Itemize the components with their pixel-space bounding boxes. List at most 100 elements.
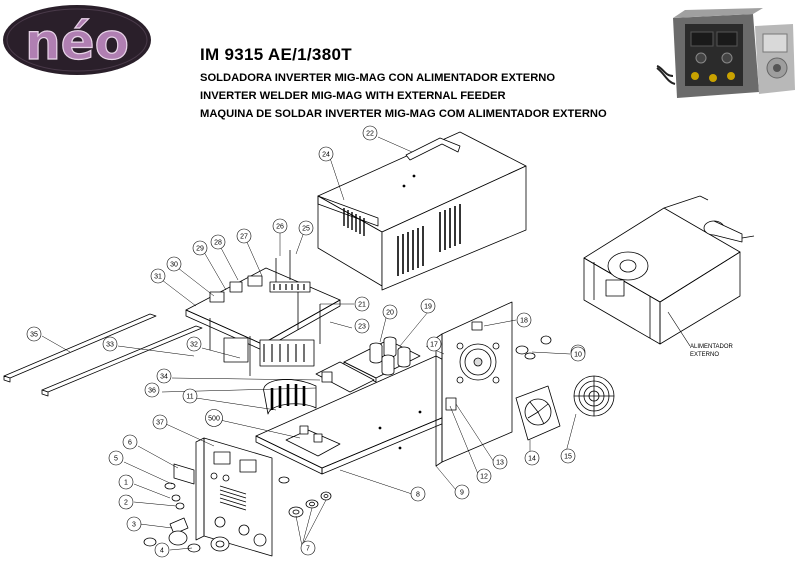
callout-number: 13 (496, 459, 504, 466)
subtitle-portuguese: MAQUINA DE SOLDAR INVERTER MIG-MAG COM A… (200, 108, 607, 120)
callout-number: 24 (322, 151, 330, 158)
rear-connectors (445, 321, 552, 411)
callout-number: 23 (358, 323, 366, 330)
model-title: IM 9315 AE/1/380T (200, 45, 352, 64)
feeder-caption-line2: EXTERNO (690, 352, 720, 358)
front-small-parts (143, 463, 230, 553)
callout-500: 500 (205, 409, 223, 427)
callout-number: 17 (430, 341, 438, 348)
top-cover (317, 131, 527, 291)
callout-12: 12 (476, 468, 492, 484)
callout-14: 14 (524, 450, 540, 466)
callout-number: 31 (154, 273, 162, 280)
callout-number: 12 (480, 473, 488, 480)
callout-number: 9 (460, 489, 464, 496)
callout-number: 29 (196, 245, 204, 252)
callout-number: 27 (240, 233, 248, 240)
callout-number: 11 (186, 393, 193, 400)
control-pcb (343, 336, 421, 383)
cooling-fan (515, 385, 561, 441)
callout-number: 34 (160, 373, 168, 380)
callout-number: 26 (276, 223, 284, 230)
callout-number: 8 (416, 491, 420, 498)
callout-number: 28 (214, 239, 222, 246)
callout-number: 500 (208, 415, 220, 422)
callout-number: 33 (106, 341, 114, 348)
callout-11: 11 (182, 388, 198, 404)
callout-8: 8 (410, 486, 426, 502)
callout-1: 1 (118, 474, 134, 490)
callout-23: 23 (354, 318, 370, 334)
callout-9: 9 (454, 484, 470, 500)
callout-number: 14 (528, 455, 536, 462)
callout-number: 35 (30, 331, 38, 338)
callout-32: 32 (186, 336, 202, 352)
side-rails (3, 313, 203, 397)
callout-26: 26 (272, 218, 288, 234)
callout-10: 10 (570, 346, 586, 362)
subtitle-spanish: SOLDADORA INVERTER MIG-MAG CON ALIMENTAD… (200, 72, 556, 84)
callout-number: 6 (128, 439, 132, 446)
callout-15: 15 (560, 448, 576, 464)
callout-33: 33 (102, 336, 118, 352)
callout-18: 18 (516, 312, 532, 328)
power-pcb-assembly (185, 250, 341, 376)
callout-4: 4 (154, 542, 170, 558)
rear-panel (435, 301, 513, 467)
callout-22: 22 (362, 125, 378, 141)
callout-2: 2 (118, 494, 134, 510)
callout-number: 1 (124, 479, 128, 486)
callout-24: 24 (318, 146, 334, 162)
callout-number: 4 (160, 547, 164, 554)
callout-number: 25 (302, 225, 310, 232)
callout-21: 21 (354, 296, 370, 312)
callout-19: 19 (420, 298, 436, 314)
callout-number: 36 (148, 387, 156, 394)
callout-3: 3 (126, 516, 142, 532)
callout-25: 25 (298, 220, 314, 236)
callout-35: 35 (26, 326, 42, 342)
callout-30: 30 (166, 256, 182, 272)
callout-6: 6 (122, 434, 138, 450)
connector-block (285, 425, 341, 457)
callout-number: 10 (574, 351, 582, 358)
callout-number: 20 (386, 309, 394, 316)
callout-number: 37 (156, 419, 164, 426)
feeder-caption: ALIMENTADOR EXTERNO (690, 343, 733, 359)
callout-number: 7 (306, 545, 310, 552)
subtitle-english: INVERTER WELDER MIG-MAG WITH EXTERNAL FE… (200, 90, 506, 102)
callout-labels: 2224262527282930312123201918171610353332… (26, 125, 586, 558)
callout-37: 37 (152, 414, 168, 430)
callout-number: 2 (124, 499, 128, 506)
callout-number: 21 (358, 301, 366, 308)
product-photo (656, 8, 795, 98)
callout-number: 15 (564, 453, 572, 460)
callout-number: 5 (114, 455, 118, 462)
callout-number: 19 (424, 303, 432, 310)
callout-31: 31 (150, 268, 166, 284)
callout-7: 7 (300, 540, 316, 556)
exploded-parts-diagram: 2224262527282930312123201918171610353332… (3, 125, 755, 558)
logo-text: néo (25, 13, 129, 71)
output-pcb (315, 361, 375, 393)
neo-logo: néo (3, 5, 151, 75)
callout-number: 30 (170, 261, 178, 268)
fan-guard (573, 375, 615, 417)
front-panel (195, 437, 273, 557)
callout-5: 5 (108, 450, 124, 466)
callout-36: 36 (144, 382, 160, 398)
callout-29: 29 (192, 240, 208, 256)
callout-number: 22 (366, 130, 374, 137)
callout-number: 3 (132, 521, 136, 528)
feeder-caption-line1: ALIMENTADOR (690, 344, 733, 350)
callout-34: 34 (156, 368, 172, 384)
external-feeder (583, 195, 755, 345)
callout-28: 28 (210, 234, 226, 250)
callout-20: 20 (382, 304, 398, 320)
callout-number: 18 (520, 317, 528, 324)
callout-27: 27 (236, 228, 252, 244)
callout-number: 32 (190, 341, 198, 348)
inductor-coil (263, 379, 317, 415)
cable-bushings (278, 476, 332, 518)
callout-17: 17 (426, 336, 442, 352)
